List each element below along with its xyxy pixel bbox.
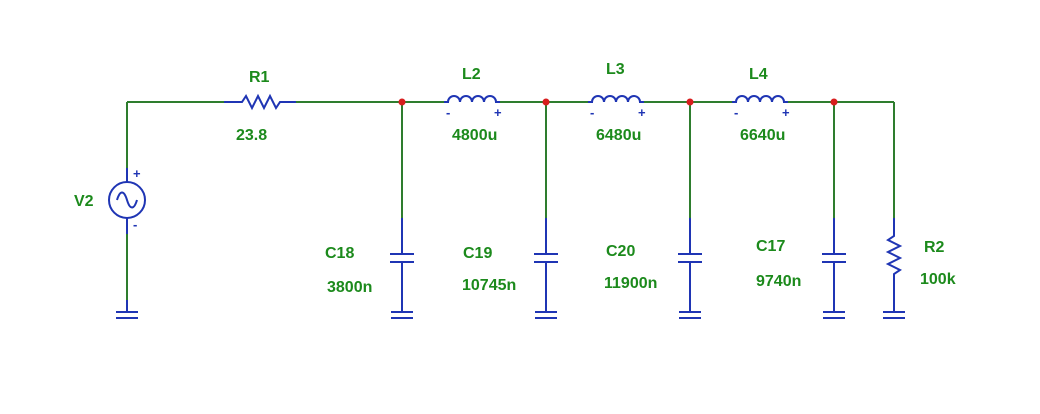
ground-v2 xyxy=(116,300,138,319)
l4-inductor[interactable]: - + L4 6640u xyxy=(732,66,790,144)
l2-label: L2 xyxy=(462,66,481,83)
c17-value: 9740n xyxy=(756,273,801,290)
c17-label: C17 xyxy=(756,238,785,255)
r2-label: R2 xyxy=(924,239,945,256)
ground-c19 xyxy=(535,311,557,319)
l4-value: 6640u xyxy=(740,127,785,144)
l2-value: 4800u xyxy=(452,127,497,144)
l2-plus-sign: + xyxy=(494,105,502,120)
c17-capacitor[interactable]: C17 9740n xyxy=(756,218,846,312)
c20-label: C20 xyxy=(606,243,635,260)
r1-resistor[interactable]: R1 23.8 xyxy=(224,69,296,144)
l3-plus-sign: + xyxy=(638,105,646,120)
junction-node-1 xyxy=(398,98,406,106)
ground-r2 xyxy=(883,311,905,319)
l3-value: 6480u xyxy=(596,127,641,144)
l2-minus-sign: - xyxy=(446,105,450,120)
c20-value: 11900n xyxy=(604,275,657,292)
c19-capacitor[interactable]: C19 10745n xyxy=(462,218,558,312)
ground-c20 xyxy=(679,311,701,319)
r2-value: 100k xyxy=(920,271,956,288)
v2-plus-sign: + xyxy=(133,166,141,181)
v2-source[interactable]: + - V2 xyxy=(74,166,146,234)
c18-label: C18 xyxy=(325,245,354,262)
r2-resistor[interactable]: R2 100k xyxy=(885,218,956,312)
junction-node-4 xyxy=(830,98,838,106)
l4-minus-sign: - xyxy=(734,105,738,120)
v2-minus-sign: - xyxy=(133,217,137,232)
junction-node-3 xyxy=(686,98,694,106)
c18-value: 3800n xyxy=(327,279,372,296)
c19-value: 10745n xyxy=(462,277,516,294)
l4-plus-sign: + xyxy=(782,105,790,120)
l3-label: L3 xyxy=(606,61,625,78)
c18-capacitor[interactable]: C18 3800n xyxy=(325,218,414,312)
r1-label: R1 xyxy=(249,69,270,86)
l2-inductor[interactable]: - + L2 4800u xyxy=(444,66,502,144)
r1-value: 23.8 xyxy=(236,127,267,144)
sine-icon xyxy=(116,191,138,209)
c19-label: C19 xyxy=(463,245,492,262)
v2-label: V2 xyxy=(74,193,94,210)
ground-c18 xyxy=(391,311,413,319)
ground-c17 xyxy=(823,311,845,319)
l3-inductor[interactable]: - + L3 6480u xyxy=(588,61,646,144)
l4-label: L4 xyxy=(749,66,768,83)
junction-node-2 xyxy=(542,98,550,106)
l3-minus-sign: - xyxy=(590,105,594,120)
c20-capacitor[interactable]: C20 11900n xyxy=(604,218,702,312)
